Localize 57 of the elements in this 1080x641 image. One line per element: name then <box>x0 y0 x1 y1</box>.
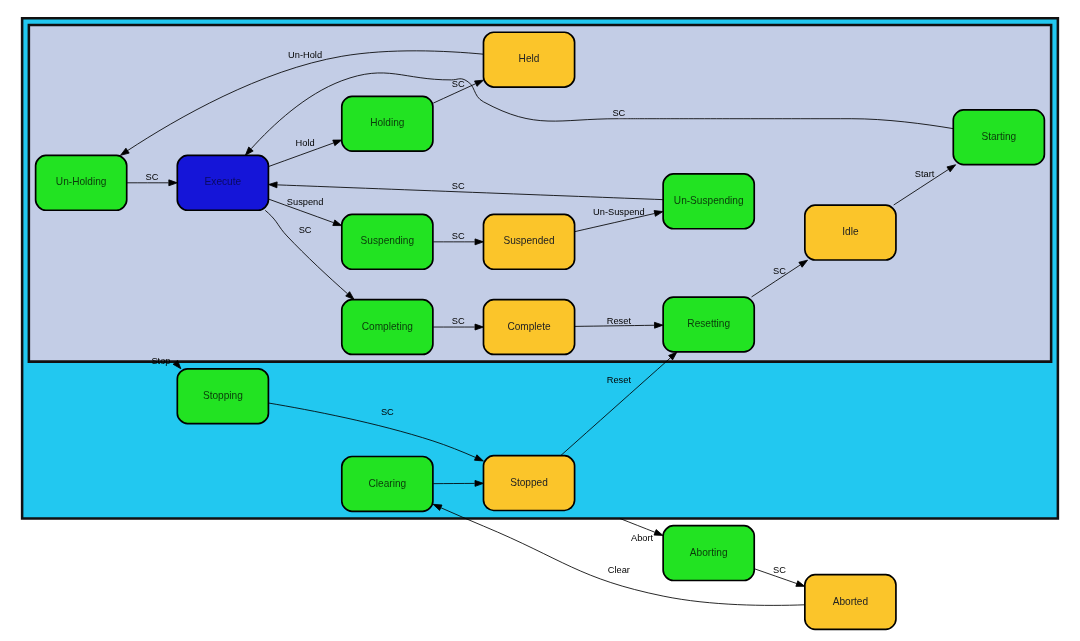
edge-label: Hold <box>295 137 315 148</box>
edge-label: Un-Suspend <box>593 206 645 217</box>
edge-label: Start <box>914 168 935 179</box>
arrow <box>432 503 806 606</box>
edge-label: SC <box>612 108 626 119</box>
edge-label: Un-Hold <box>288 49 323 60</box>
arrow <box>574 321 664 329</box>
node-box: Suspended <box>482 213 576 271</box>
arrow <box>126 179 178 187</box>
node-box: Completing <box>340 298 434 356</box>
arrow <box>619 518 664 536</box>
arrow <box>268 402 484 462</box>
arrow <box>432 238 484 246</box>
node-box: Complete <box>482 298 576 356</box>
arrow <box>268 181 664 201</box>
edge-label: SC <box>298 225 312 236</box>
edge-label: SC <box>380 407 394 418</box>
arrow <box>432 79 484 104</box>
arrow <box>268 139 343 167</box>
node-box: Stopped <box>482 454 576 512</box>
edge-label: SC <box>451 231 465 242</box>
edge-label: SC <box>773 565 786 576</box>
node-box: Clearing <box>340 455 434 513</box>
arrow <box>432 480 484 487</box>
arrow <box>432 323 484 331</box>
node-box: Un-Holding <box>34 154 128 212</box>
node-box: Starting <box>952 109 1046 166</box>
edge-label: SC <box>773 265 786 276</box>
node-box: Aborting <box>662 524 756 582</box>
arrow <box>751 259 808 298</box>
edge-label: Reset <box>606 315 631 326</box>
edge-label: SC <box>451 181 465 192</box>
arrow <box>754 568 806 587</box>
node-box: Stopping <box>176 367 270 425</box>
edge-label: Abort <box>631 532 654 543</box>
node-box: Suspending <box>340 213 434 271</box>
node-box: Un-Suspending <box>662 173 756 230</box>
edge-label: SC <box>451 79 465 90</box>
node-box: Idle <box>804 204 897 261</box>
edge-label: Clear <box>607 565 630 576</box>
cluster <box>20 17 1060 520</box>
node-box: Held <box>482 31 576 88</box>
node-box: Aborted <box>804 573 897 631</box>
arrow <box>560 351 678 456</box>
edge-label: SC <box>145 172 159 183</box>
node-box: Execute <box>176 154 270 212</box>
arrow <box>574 210 664 233</box>
arrow <box>120 50 484 156</box>
edge-label: Suspend <box>286 196 324 207</box>
edge-label: Reset <box>606 374 631 385</box>
node-box: Holding <box>340 95 434 153</box>
arrow <box>244 72 954 156</box>
arrow <box>893 164 957 206</box>
arrow <box>264 209 355 300</box>
node-box: Resetting <box>662 296 756 353</box>
arrow <box>268 198 343 227</box>
edge-label: SC <box>451 316 465 327</box>
